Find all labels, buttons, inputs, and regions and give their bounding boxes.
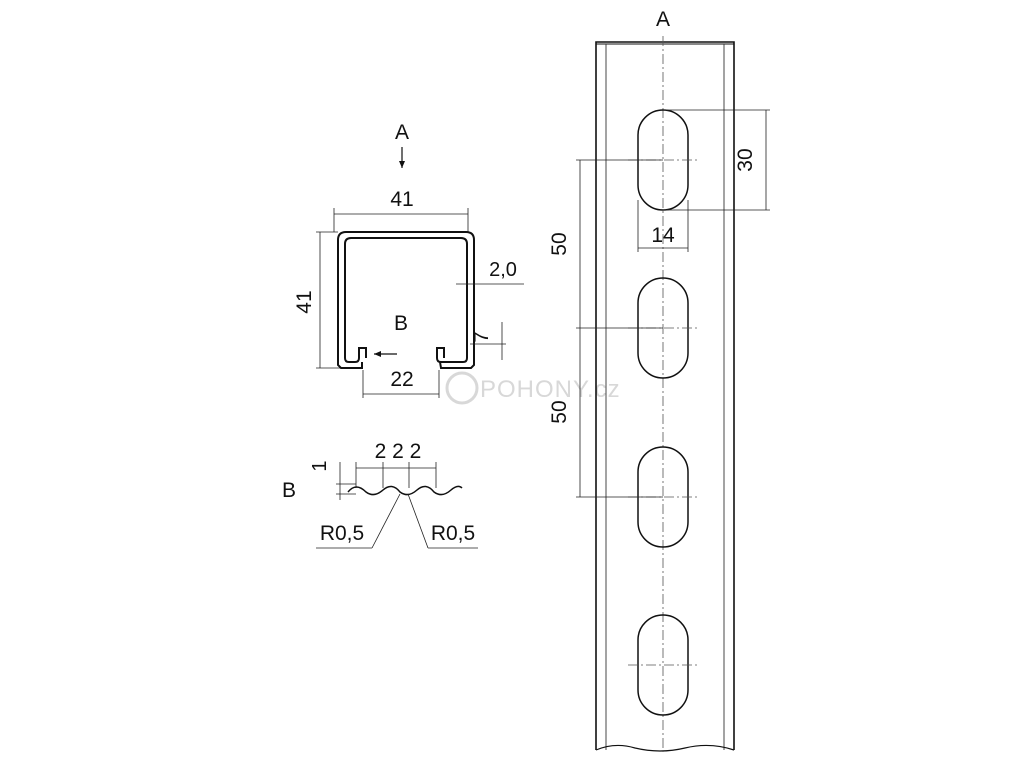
strip-break-line bbox=[595, 744, 735, 752]
watermark-text: POHONY.cz bbox=[480, 376, 621, 403]
detail-b-pitch-dims: 2 2 2 bbox=[375, 440, 422, 463]
detail-b-radius-right: R0,5 bbox=[431, 522, 475, 545]
section-thickness-dim: 2,0 bbox=[489, 259, 517, 281]
elevation-view: A 30 14 50 50 bbox=[548, 8, 770, 752]
section-lip-dim: 7 bbox=[471, 331, 493, 342]
serration-wave bbox=[347, 485, 463, 496]
channel-outer-profile bbox=[344, 237, 468, 363]
watermark: POHONY.cz bbox=[445, 371, 621, 405]
detail-b-label: B bbox=[282, 479, 296, 502]
elevation-view-label: A bbox=[656, 8, 670, 31]
slot-width-dim: 14 bbox=[651, 224, 675, 247]
pitch-dim-1: 50 bbox=[548, 232, 571, 255]
section-detail-label: B bbox=[394, 312, 408, 335]
slot-length-dim: 30 bbox=[734, 148, 757, 171]
section-view-label: A bbox=[395, 121, 409, 144]
radius-right-leader bbox=[407, 493, 429, 549]
pitch-dim-2: 50 bbox=[548, 400, 571, 423]
detail-b-radius-left: R0,5 bbox=[320, 522, 364, 545]
detail-b: B 2 2 2 1 R0,5 R0,5 bbox=[282, 440, 478, 549]
section-height-dim: 41 bbox=[293, 290, 316, 313]
channel-cross-section: A 41 41 2,0 7 B 22 bbox=[293, 121, 524, 398]
detail-b-depth-dim: 1 bbox=[309, 460, 331, 471]
strip-outline bbox=[595, 41, 735, 750]
radius-left-leader bbox=[371, 493, 401, 549]
section-opening-dim: 22 bbox=[390, 368, 413, 391]
channel-inner-profile bbox=[337, 231, 475, 369]
section-width-dim: 41 bbox=[390, 188, 413, 211]
watermark-logo-icon bbox=[445, 371, 479, 405]
